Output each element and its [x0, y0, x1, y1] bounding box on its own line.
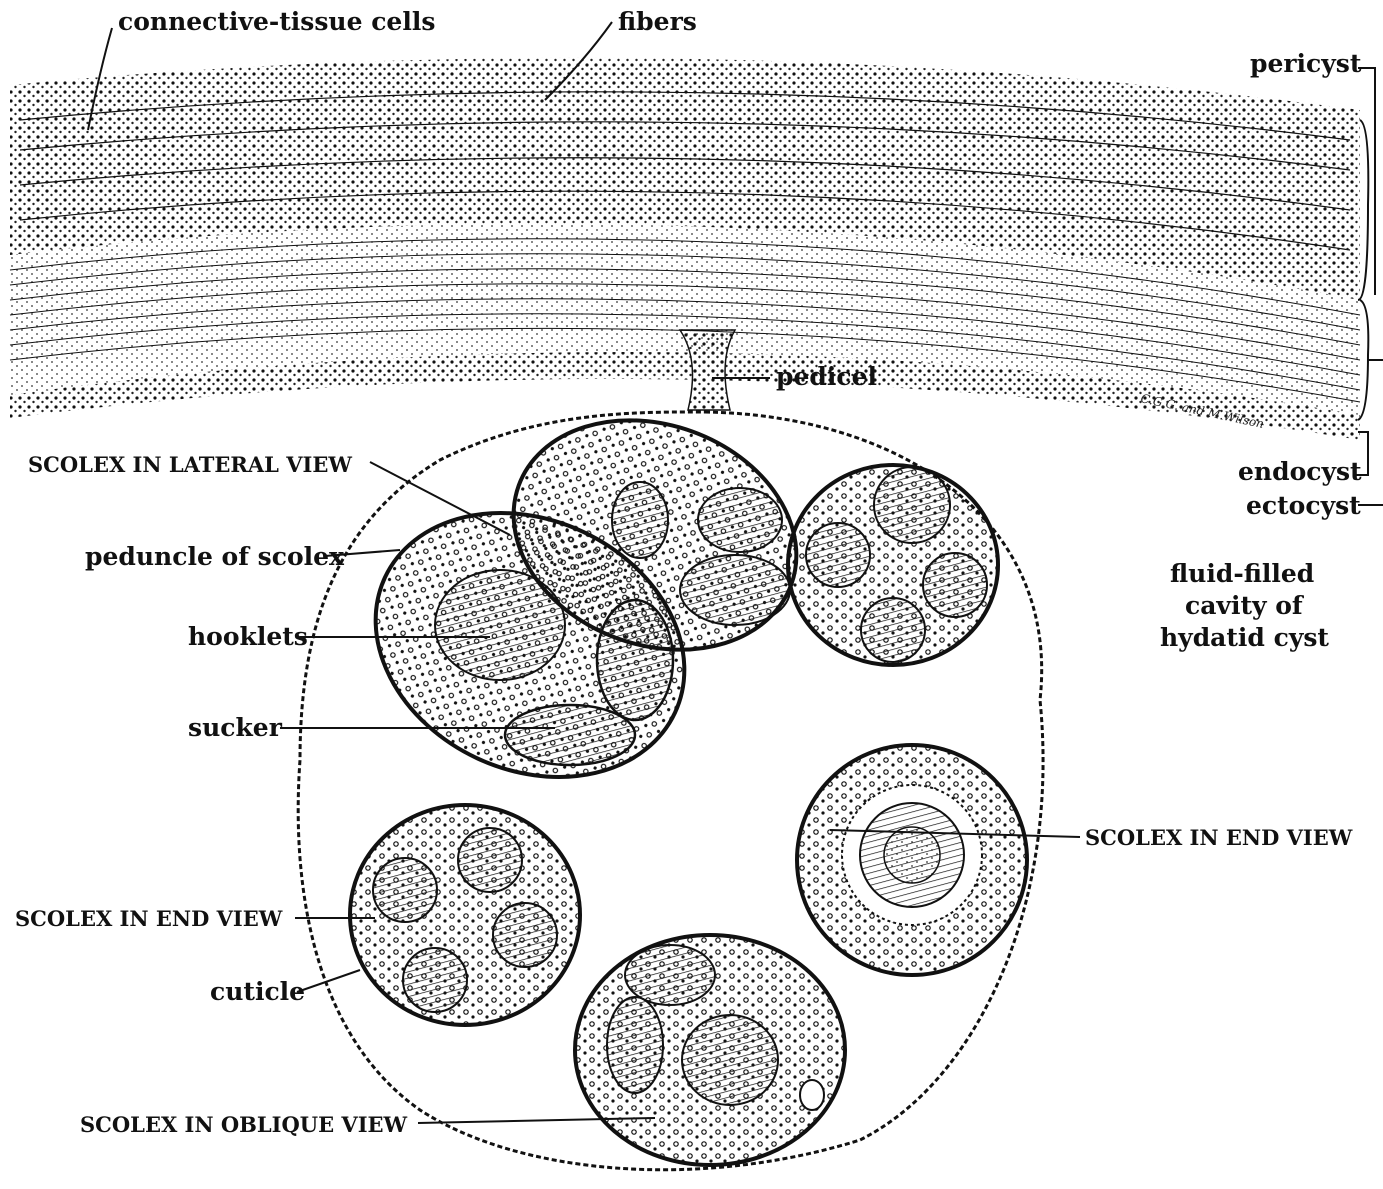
label-scolex-lateral: SCOLEX IN LATERAL VIEW [28, 452, 352, 477]
label-connective-tissue-cells: connective-tissue cells [118, 7, 435, 36]
label-fluid-filled-3: hydatid cyst [1160, 623, 1329, 652]
label-fibers: fibers [618, 7, 697, 36]
scolex-oblique-view [575, 935, 845, 1165]
label-fluid-filled-2: cavity of [1185, 591, 1305, 620]
label-fluid-filled-1: fluid-filled [1170, 559, 1314, 588]
label-cuticle: cuticle [210, 977, 305, 1006]
label-pericyst: pericyst [1250, 49, 1362, 78]
label-ectocyst: ectocyst [1246, 491, 1361, 520]
label-peduncle: peduncle of scolex [85, 542, 345, 571]
label-hooklets: hooklets [188, 622, 308, 651]
label-scolex-oblique: SCOLEX IN OBLIQUE VIEW [80, 1112, 408, 1137]
sucker-lateral-2 [505, 705, 635, 765]
label-sucker: sucker [188, 713, 283, 742]
label-pedicel: pedicel [776, 362, 877, 391]
scolex-upper-right [788, 465, 998, 665]
scolex-end-view-left [350, 805, 580, 1025]
scolex-end-view-right [797, 745, 1027, 975]
label-scolex-end-left: SCOLEX IN END VIEW [15, 906, 283, 931]
label-endocyst: endocyst [1238, 457, 1362, 486]
label-scolex-end-right: SCOLEX IN END VIEW [1085, 825, 1353, 850]
